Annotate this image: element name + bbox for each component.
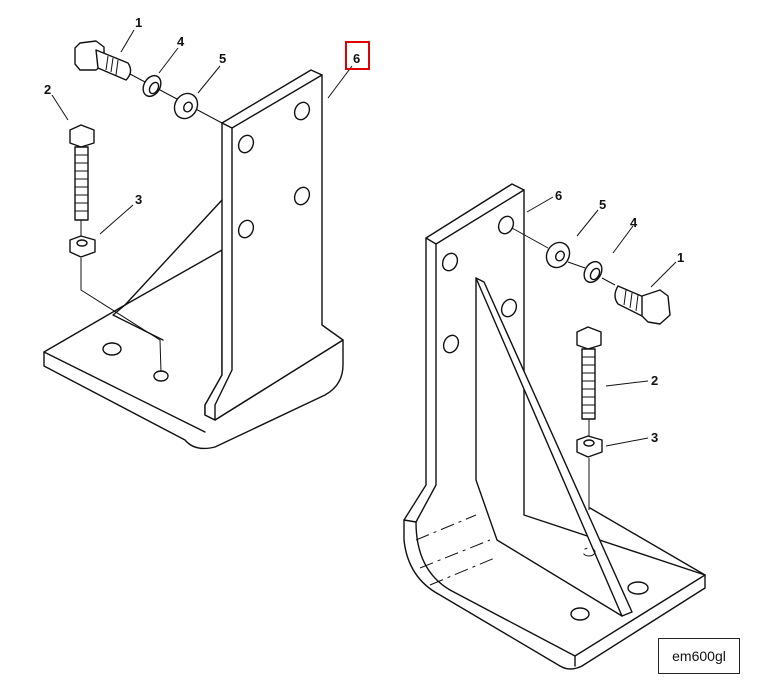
callout-6: 6 bbox=[353, 51, 360, 66]
callout-2: 2 bbox=[44, 82, 51, 97]
callout-5: 5 bbox=[219, 51, 226, 66]
leader-arrows-right bbox=[526, 196, 677, 447]
callout-4: 4 bbox=[177, 34, 185, 49]
flat-washer-icon bbox=[545, 241, 571, 269]
bolt-long-icon bbox=[576, 326, 602, 420]
lock-washer-icon bbox=[583, 260, 603, 284]
callout-1: 1 bbox=[135, 15, 142, 30]
bolt-short-icon bbox=[614, 285, 671, 325]
callouts-right: 1 2 3 4 5 6 bbox=[555, 188, 684, 445]
callout-1: 1 bbox=[677, 250, 684, 265]
leader-arrows-left bbox=[51, 29, 353, 235]
right-bracket bbox=[403, 183, 706, 670]
callout-2: 2 bbox=[651, 373, 658, 388]
highlight-box bbox=[345, 41, 370, 70]
callout-4: 4 bbox=[630, 215, 638, 230]
callout-5: 5 bbox=[599, 197, 606, 212]
callout-6: 6 bbox=[555, 188, 562, 203]
figure-id-label: em600gl bbox=[658, 638, 740, 674]
nut-icon bbox=[576, 435, 603, 458]
nut-icon bbox=[69, 235, 96, 258]
left-bracket bbox=[43, 69, 344, 450]
callouts-left: 1 2 3 4 5 6 bbox=[44, 15, 360, 207]
callout-3: 3 bbox=[651, 430, 658, 445]
flat-washer-icon bbox=[173, 92, 199, 120]
bolt-short-icon bbox=[74, 40, 132, 81]
callout-3: 3 bbox=[135, 192, 142, 207]
lock-washer-icon bbox=[142, 74, 162, 98]
bolt-long-icon bbox=[69, 124, 95, 221]
